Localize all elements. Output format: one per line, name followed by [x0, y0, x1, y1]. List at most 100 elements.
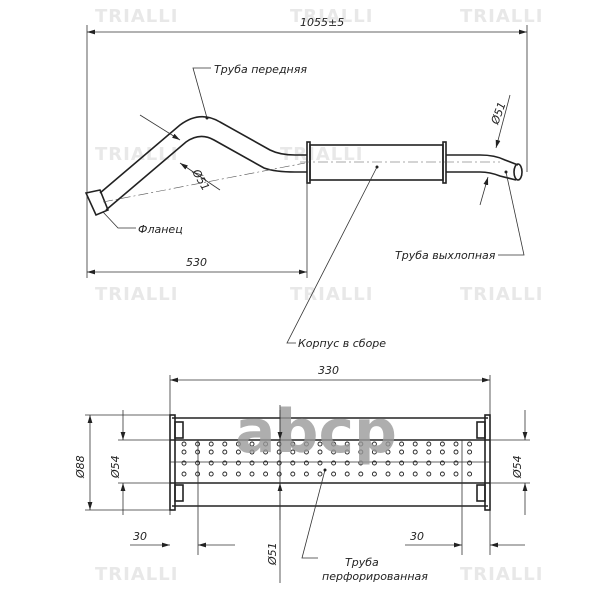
perforation-hole	[399, 449, 405, 455]
perforation-hole	[385, 460, 391, 466]
abcp-watermark: abcp	[235, 397, 397, 467]
perforation-hole	[181, 441, 187, 447]
perforation-hole	[222, 449, 228, 455]
exhaust-pipe	[446, 154, 519, 166]
perforation-hole	[290, 460, 296, 466]
perforation-hole	[385, 471, 391, 477]
perforation-hole	[235, 449, 241, 455]
watermark-group: TRIALLI TRIALLI TRIALLI TRIALLI TRIALLI …	[95, 6, 543, 585]
perforation-hole	[303, 471, 309, 477]
front-pipe-diameter: Ø51	[189, 166, 212, 193]
perforation-hole	[412, 449, 418, 455]
offset-dimensions: 30 30	[130, 440, 525, 555]
perforation-hole	[208, 460, 214, 466]
perforation-hole	[358, 449, 364, 455]
watermark: TRIALLI	[95, 6, 178, 27]
perforation-hole	[344, 471, 350, 477]
perforation-hole	[276, 460, 282, 466]
perforation-hole	[317, 449, 323, 455]
perforation-hole	[249, 449, 255, 455]
perforation-hole	[249, 441, 255, 447]
watermark: TRIALLI	[290, 6, 373, 27]
perforation-hole	[317, 441, 323, 447]
perforation-hole	[235, 471, 241, 477]
perforation-hole	[331, 441, 337, 447]
perforation-hole	[331, 471, 337, 477]
perforation-hole	[208, 471, 214, 477]
flange-label: Фланец	[138, 223, 183, 236]
diameter-exhaust-dimension: Ø51	[479, 94, 511, 206]
perforation-hole	[439, 441, 445, 447]
watermark: TRIALLI	[290, 284, 373, 305]
perforation-hole	[453, 441, 459, 447]
perforation-hole	[371, 471, 377, 477]
muffler-section: 330 abcp	[169, 364, 491, 555]
leaders: Труба передняя Фланец Труба выхлопная Ко…	[102, 63, 525, 350]
exhaust-pipe-label: Труба выхлопная	[395, 249, 496, 262]
perforation-hole	[358, 471, 364, 477]
perforation-hole	[426, 441, 432, 447]
watermark: TRIALLI	[460, 284, 543, 305]
perforation-hole	[385, 441, 391, 447]
perforation-hole	[317, 471, 323, 477]
watermark: TRIALLI	[460, 564, 543, 585]
outer-diameter-label: Ø88	[74, 455, 87, 479]
perforation-hole	[181, 449, 187, 455]
body-assembly-label: Корпус в сборе	[298, 337, 386, 350]
perforation-hole	[399, 471, 405, 477]
perforation-hole	[439, 471, 445, 477]
perforation-hole	[303, 441, 309, 447]
perforation-hole	[263, 460, 269, 466]
overall-dimension: 1055±5	[86, 16, 528, 278]
front-pipe	[99, 115, 307, 194]
overall-length-label: 1055±5	[300, 16, 344, 29]
front-length-label: 530	[186, 256, 207, 269]
perforation-hole	[358, 441, 364, 447]
diameter-dimensions: Ø88 Ø54 Ø54 Ø51	[74, 405, 530, 583]
perforation-hole	[371, 449, 377, 455]
perforation-hole	[426, 460, 432, 466]
perforation-hole	[276, 471, 282, 477]
perforation-hole	[344, 460, 350, 466]
perforation-hole	[412, 471, 418, 477]
front-pipe-label: Труба передняя	[214, 63, 307, 76]
perforation-hole	[303, 449, 309, 455]
right-offset-label: 30	[410, 530, 424, 543]
perforation-hole	[181, 471, 187, 477]
watermark: TRIALLI	[95, 564, 178, 585]
perforation-hole	[276, 449, 282, 455]
perforation-hole	[222, 441, 228, 447]
perforation-hole	[235, 441, 241, 447]
perforation-hole	[303, 460, 309, 466]
perforation-hole	[235, 460, 241, 466]
perforation-hole	[317, 460, 323, 466]
perforation-hole	[290, 449, 296, 455]
inner-diameter-left-label: Ø54	[109, 455, 122, 479]
perforation-hole	[371, 441, 377, 447]
perforation-holes	[181, 441, 473, 477]
perforation-hole	[467, 460, 473, 466]
perforation-hole	[249, 460, 255, 466]
perforation-hole	[358, 460, 364, 466]
perforation-hole	[453, 460, 459, 466]
perforation-hole	[453, 471, 459, 477]
watermark: TRIALLI	[460, 6, 543, 27]
perforation-hole	[263, 471, 269, 477]
perforated-pipe-leader: Труба перфорированная	[301, 468, 428, 583]
perforation-hole	[181, 460, 187, 466]
perforated-label-line2: перфорированная	[322, 570, 428, 583]
perforation-hole	[467, 449, 473, 455]
perforation-hole	[439, 460, 445, 466]
flange	[84, 189, 110, 217]
perforation-hole	[439, 449, 445, 455]
perforated-label-line1: Труба	[345, 556, 379, 569]
watermark: TRIALLI	[95, 144, 178, 165]
perforation-hole	[249, 471, 255, 477]
perforation-hole	[399, 460, 405, 466]
perforation-hole	[263, 441, 269, 447]
perforation-hole	[412, 441, 418, 447]
watermark: TRIALLI	[95, 284, 178, 305]
perforation-hole	[412, 460, 418, 466]
perforation-hole	[399, 441, 405, 447]
